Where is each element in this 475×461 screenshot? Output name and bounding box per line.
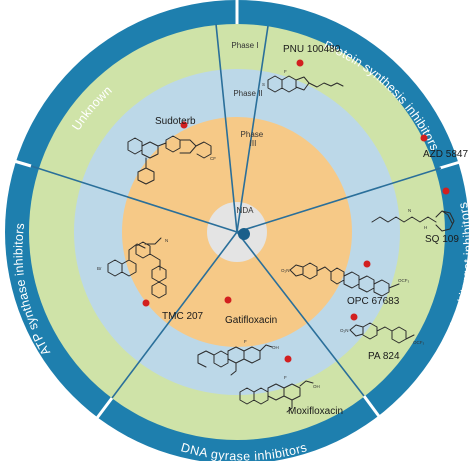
separator-atp-unknown: [3, 156, 32, 168]
spokes: [30, 23, 442, 399]
spoke-atp-unknown: [30, 165, 238, 233]
atom-label: OH: [313, 384, 320, 389]
atom-label: H: [424, 225, 427, 230]
dot-sudoterb: [180, 121, 188, 129]
molecule-pa-824: O₂N OCF₃: [340, 322, 424, 345]
spoke-protein-cellwall: [236, 167, 442, 233]
center-hub: [238, 228, 250, 240]
molecule-moxifloxacin: F OH: [239, 375, 320, 413]
phase-iii-line-1: Phase: [241, 130, 264, 139]
phase-ii-label: Phase II: [233, 89, 262, 98]
phase-iii-line-2: III: [250, 139, 257, 148]
dot-sq-109: [442, 187, 450, 195]
molecule-gatifloxacin: F OH: [197, 339, 279, 376]
drug-dots: [142, 59, 450, 363]
drug-label-sq-109: SQ 109: [425, 234, 459, 245]
atom-label: F: [284, 375, 287, 380]
atom-label: S: [262, 82, 265, 87]
atom-label: OCF₃: [398, 278, 409, 283]
molecule-sudoterb: CF: [127, 135, 216, 185]
separator-protein-cellwall: [439, 157, 471, 170]
phase-i-label: Phase I: [231, 41, 258, 50]
atom-label: F: [284, 69, 287, 74]
atom-label: O₂N: [281, 268, 290, 273]
atom-label: OCF₃: [413, 340, 424, 345]
atom-label: N: [408, 208, 411, 213]
separator-cellwall-dna: [362, 395, 383, 420]
drug-label-gatifloxacin: Gatifloxacin: [225, 315, 277, 326]
spoke-unknown-protein-right: [236, 25, 269, 233]
atom-label: O₂N: [340, 328, 349, 333]
drug-label-azd-5847: AZD 5847: [423, 149, 468, 160]
dot-moxifloxacin: [284, 355, 292, 363]
dot-azd-5847: [420, 134, 428, 142]
molecule-pnu-100480: S F: [262, 69, 344, 93]
drug-label-moxifloxacin: Moxifloxacin: [288, 406, 343, 417]
drug-label-pnu-100480: PNU 100480: [283, 44, 341, 55]
dot-gatifloxacin: [224, 296, 232, 304]
spoke-cellwall-dna: [236, 231, 365, 397]
dot-opc-67683: [363, 260, 371, 268]
dot-tmc-207: [142, 299, 150, 307]
molecule-sq-109: N H: [371, 208, 455, 232]
dot-pa-824: [350, 313, 358, 321]
atom-label: N: [165, 238, 168, 243]
molecule-opc-67683: O₂N OCF₃: [281, 262, 409, 297]
dot-pnu-100480: [296, 59, 304, 67]
atom-label: CF: [210, 156, 216, 161]
atom-label: F: [244, 339, 247, 344]
drug-label-tmc-207: TMC 207: [162, 311, 204, 322]
band-separators: [3, 0, 471, 420]
phase-iii-label: Phase III: [241, 130, 266, 148]
separator-dna-atp: [95, 397, 114, 419]
molecule-tmc-207: Br N: [97, 237, 168, 299]
nda-label: NDA: [237, 206, 255, 215]
drug-label-pa-824: PA 824: [368, 351, 400, 362]
spoke-unknown-protein-left: [215, 23, 238, 233]
atom-label: OH: [272, 345, 279, 350]
drug-label-opc-67683: OPC 67683: [347, 296, 400, 307]
atom-label: Br: [97, 266, 102, 271]
drug-label-sudoterb: Sudoterb: [155, 116, 196, 127]
spoke-dna-atp: [111, 231, 238, 399]
